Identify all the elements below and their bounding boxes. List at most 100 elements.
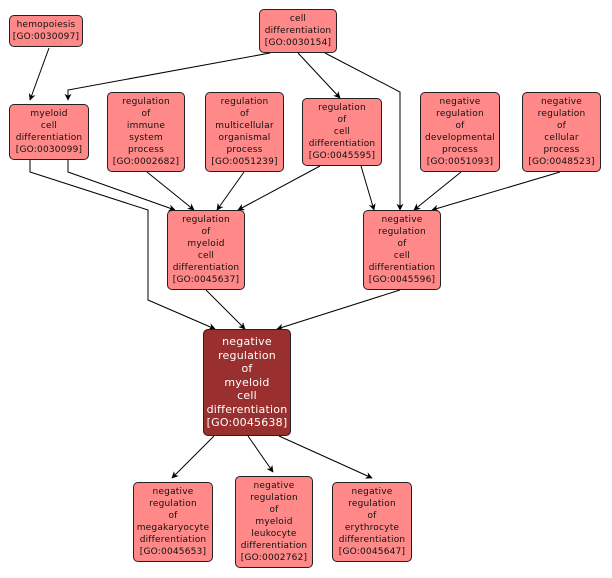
edge-negative-regulation-of-myeloid-cell-differentiation-to-negative-regulation-of-myeloid-leukocyte-differentiation — [247, 435, 274, 473]
node-negative-regulation-of-myeloid-leukocyte-differentiation[interactable]: negative regulation of myeloid leukocyte diff… — [235, 476, 313, 568]
node-negative-regulation-of-cellular-process[interactable]: negative regulation of cellular process [GO:0… — [522, 92, 601, 172]
node-label-line: regulation — [218, 348, 276, 362]
node-regulation-of-multicellular-organismal-process[interactable]: regulation of multicellular organismal proce… — [205, 92, 284, 172]
node-label-line: process — [543, 145, 580, 155]
node-label-line: regulation — [182, 215, 230, 225]
node-label-line: differentiation — [368, 263, 436, 273]
node-label-line: regulation — [122, 97, 170, 107]
edge-regulation-of-cell-differentiation-to-regulation-of-myeloid-cell-differentiation — [237, 165, 321, 211]
edge-regulation-of-myeloid-cell-differentiation-to-negative-regulation-of-myeloid-cell-differentiation — [205, 289, 246, 330]
node-label-line: process — [128, 145, 164, 155]
node-go-id: [GO:0045596] — [368, 275, 436, 285]
node-label-line: cell — [333, 127, 351, 137]
edge-cell-differentiation-to-negative-regulation-of-cell-differentiation — [324, 52, 404, 211]
node-label-line: regulation — [436, 109, 484, 119]
node-label-line: cellular — [544, 133, 579, 143]
node-negative-regulation-of-developmental-process[interactable]: negative regulation of developmental process… — [420, 92, 500, 172]
node-label-line: differentiation — [15, 133, 83, 143]
node-cell-differentiation[interactable]: cell differentiation [GO:0030154] — [259, 9, 337, 53]
node-label-line: cell — [40, 121, 58, 131]
node-go-id: [GO:0048523] — [528, 157, 595, 167]
node-label-line: negative — [541, 97, 582, 107]
node-label-line: cell — [237, 389, 257, 403]
node-negative-regulation-of-megakaryocyte-differentiation[interactable]: negative regulation of megakaryocyte differe… — [133, 482, 213, 562]
edge-negative-regulation-of-myeloid-cell-differentiation-to-negative-regulation-of-megakaryocyte-differentiation — [171, 435, 215, 479]
node-label-line: differentiation — [264, 26, 332, 36]
node-label-line: of — [337, 115, 347, 125]
node-label-line: differentiation — [240, 541, 308, 551]
node-label-line: cell — [289, 14, 307, 24]
node-label-line: regulation — [348, 499, 396, 509]
edge-myeloid-cell-differentiation-to-negative-regulation-of-myeloid-cell-differentiation — [29, 160, 216, 330]
node-go-id: [GO:0030154] — [264, 38, 332, 48]
node-label-line: immune — [126, 121, 166, 131]
node-label-line: of — [239, 109, 250, 119]
node-hemopoiesis[interactable]: hemopoiesis[GO:0030097] — [9, 15, 83, 47]
node-label-line: regulation — [149, 499, 197, 509]
node-label-line: differentiation — [139, 535, 207, 545]
node-label-line: negative — [152, 487, 194, 497]
node-label-line: of — [455, 121, 465, 131]
node-label-line: leukocyte — [251, 529, 297, 539]
node-go-id: [GO:0030097] — [12, 32, 80, 42]
node-label-line: organismal — [218, 133, 271, 143]
edge-negative-regulation-of-myeloid-cell-differentiation-to-negative-regulation-of-erythrocyte-differentiation — [278, 435, 373, 479]
node-go-id: [GO:0002682] — [112, 157, 180, 167]
node-label-line: of — [141, 109, 151, 119]
node-go-id: [GO:0045638] — [206, 416, 288, 430]
node-go-id: [GO:0045595] — [308, 151, 376, 161]
edge-hemopoiesis-to-myeloid-cell-differentiation — [28, 47, 50, 101]
node-label-line: cell — [197, 251, 215, 261]
node-label-line: negative — [222, 335, 272, 349]
node-label-line: cell — [393, 251, 411, 261]
node-label-line: developmental — [425, 133, 495, 143]
edge-negative-regulation-of-developmental-process-to-negative-regulation-of-cell-differentiation — [413, 171, 462, 211]
node-go-id: [GO:0045653] — [139, 547, 207, 557]
node-label-line: myeloid — [255, 517, 293, 527]
edge-negative-regulation-of-cell-differentiation-to-negative-regulation-of-myeloid-cell-differentiation — [276, 289, 401, 331]
edge-regulation-of-immune-system-process-to-regulation-of-myeloid-cell-differentiation — [146, 171, 195, 211]
node-label-line: differentiation — [206, 402, 288, 416]
node-label-line: of — [269, 505, 279, 515]
node-label-line: differentiation — [172, 263, 240, 273]
node-label-line: negative — [351, 487, 393, 497]
node-label-line: process — [226, 145, 263, 155]
edge-cell-differentiation-to-myeloid-cell-differentiation — [64, 52, 271, 101]
node-label-line: myeloid — [187, 239, 225, 249]
node-label-line: differentiation — [338, 535, 406, 545]
node-label-line: of — [241, 362, 253, 376]
node-go-id: [GO:0030099] — [15, 145, 83, 155]
node-label-line: erythrocyte — [344, 523, 400, 533]
node-label-line: regulation — [537, 109, 586, 119]
node-go-id: [GO:0051239] — [211, 157, 278, 167]
node-go-id: [GO:0045647] — [338, 547, 406, 557]
node-label-line: myeloid — [30, 109, 68, 119]
node-label-line: negative — [439, 97, 481, 107]
node-label-line: regulation — [250, 493, 298, 503]
edge-regulation-of-cell-differentiation-to-negative-regulation-of-cell-differentiation — [360, 165, 376, 211]
node-label-line: differentiation — [308, 139, 376, 149]
node-label-line: negative — [253, 481, 295, 491]
node-label-line: multicellular — [215, 121, 274, 131]
node-label-line: negative — [381, 215, 423, 225]
node-label-line: regulation — [318, 103, 366, 113]
node-label-line: megakaryocyte — [136, 523, 210, 533]
node-go-id: [GO:0051093] — [426, 157, 494, 167]
edge-regulation-of-multicellular-organismal-process-to-regulation-of-myeloid-cell-differentiation — [216, 171, 245, 211]
node-regulation-of-cell-differentiation[interactable]: regulation of cell differentiation [GO:00455… — [302, 98, 382, 166]
node-label-line: regulation — [220, 97, 269, 107]
node-myeloid-cell-differentiation[interactable]: myeloid cell differentiation [GO:0030099] — [9, 104, 89, 160]
node-label-line: of — [168, 511, 178, 521]
edge-negative-regulation-of-cellular-process-to-negative-regulation-of-cell-differentiation — [431, 171, 561, 212]
node-label-line: process — [442, 145, 478, 155]
node-label-line: of — [201, 227, 211, 237]
node-go-id: [GO:0002762] — [240, 553, 308, 563]
node-label-line: of — [556, 121, 567, 131]
